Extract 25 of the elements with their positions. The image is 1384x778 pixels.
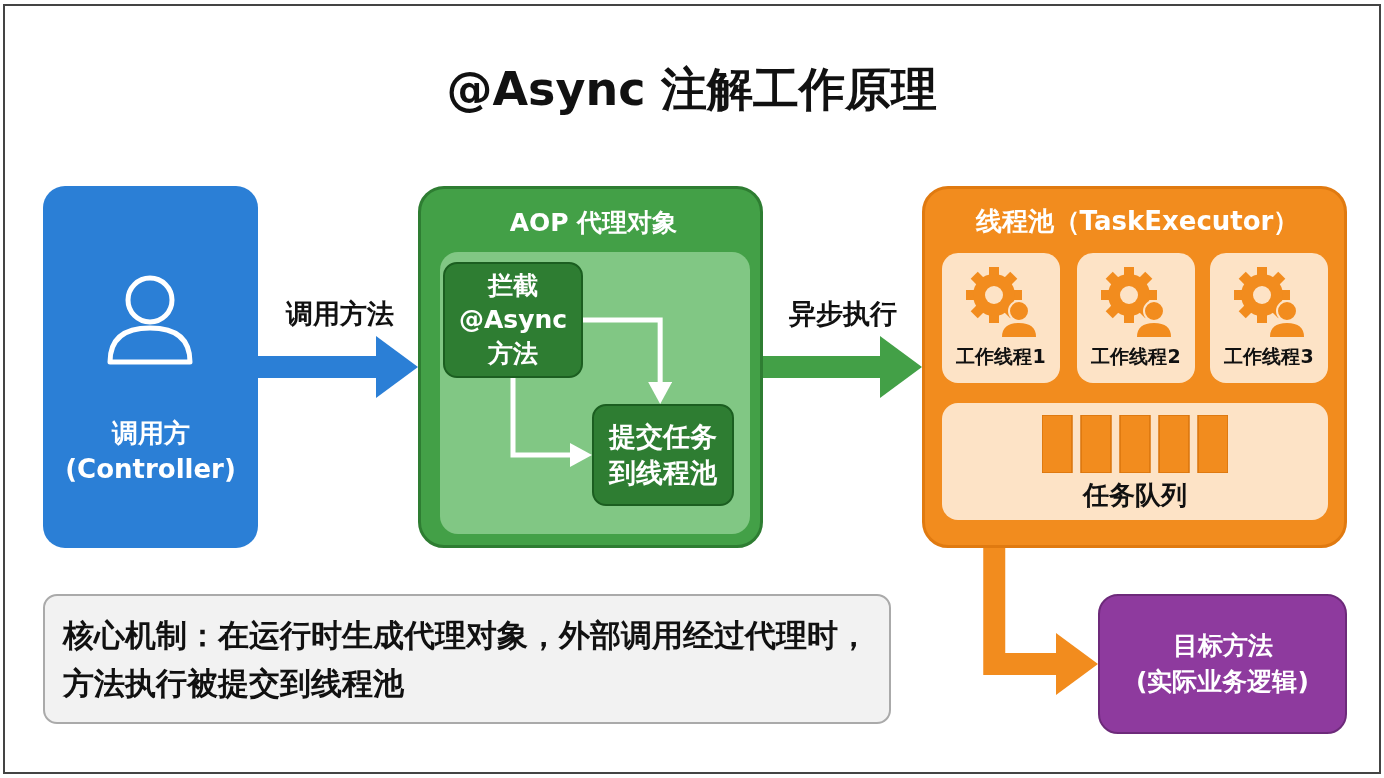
queue-label: 任务队列 (1081, 478, 1188, 512)
arrow (983, 548, 1098, 695)
arrow (763, 336, 922, 398)
panel-title: 线程池（TaskExecutor） (974, 204, 1301, 238)
title: @Async 注解工作原理 (445, 61, 939, 118)
thread-pool-panel (922, 186, 1347, 548)
worker-card (942, 253, 1060, 383)
panel-title: AOP 代理对象 (508, 206, 679, 239)
worker-label: 工作线程1 (955, 344, 1047, 369)
worker-card (1077, 253, 1195, 383)
arrow (510, 378, 592, 467)
arrow (258, 336, 418, 398)
inner-panel (440, 252, 750, 534)
step-box: 拦截 @Async 方法 (443, 262, 583, 378)
target-method-box: 目标方法 (实际业务逻辑) (1098, 594, 1347, 734)
caller-label: 调用方 (Controller) (64, 417, 237, 486)
step-box: 提交任务到线程池 (592, 404, 734, 506)
worker-label: 工作线程2 (1090, 344, 1182, 369)
proxy-panel (418, 186, 763, 548)
queue-panel (942, 403, 1328, 520)
arrow (583, 317, 673, 404)
worker-label: 工作线程3 (1223, 344, 1315, 369)
worker-card (1210, 253, 1328, 383)
caller-box (43, 186, 258, 548)
note-box: 核心机制：在运行时生成代理对象，外部调用经过代理时，方法执行被提交到线程池 (43, 594, 891, 724)
